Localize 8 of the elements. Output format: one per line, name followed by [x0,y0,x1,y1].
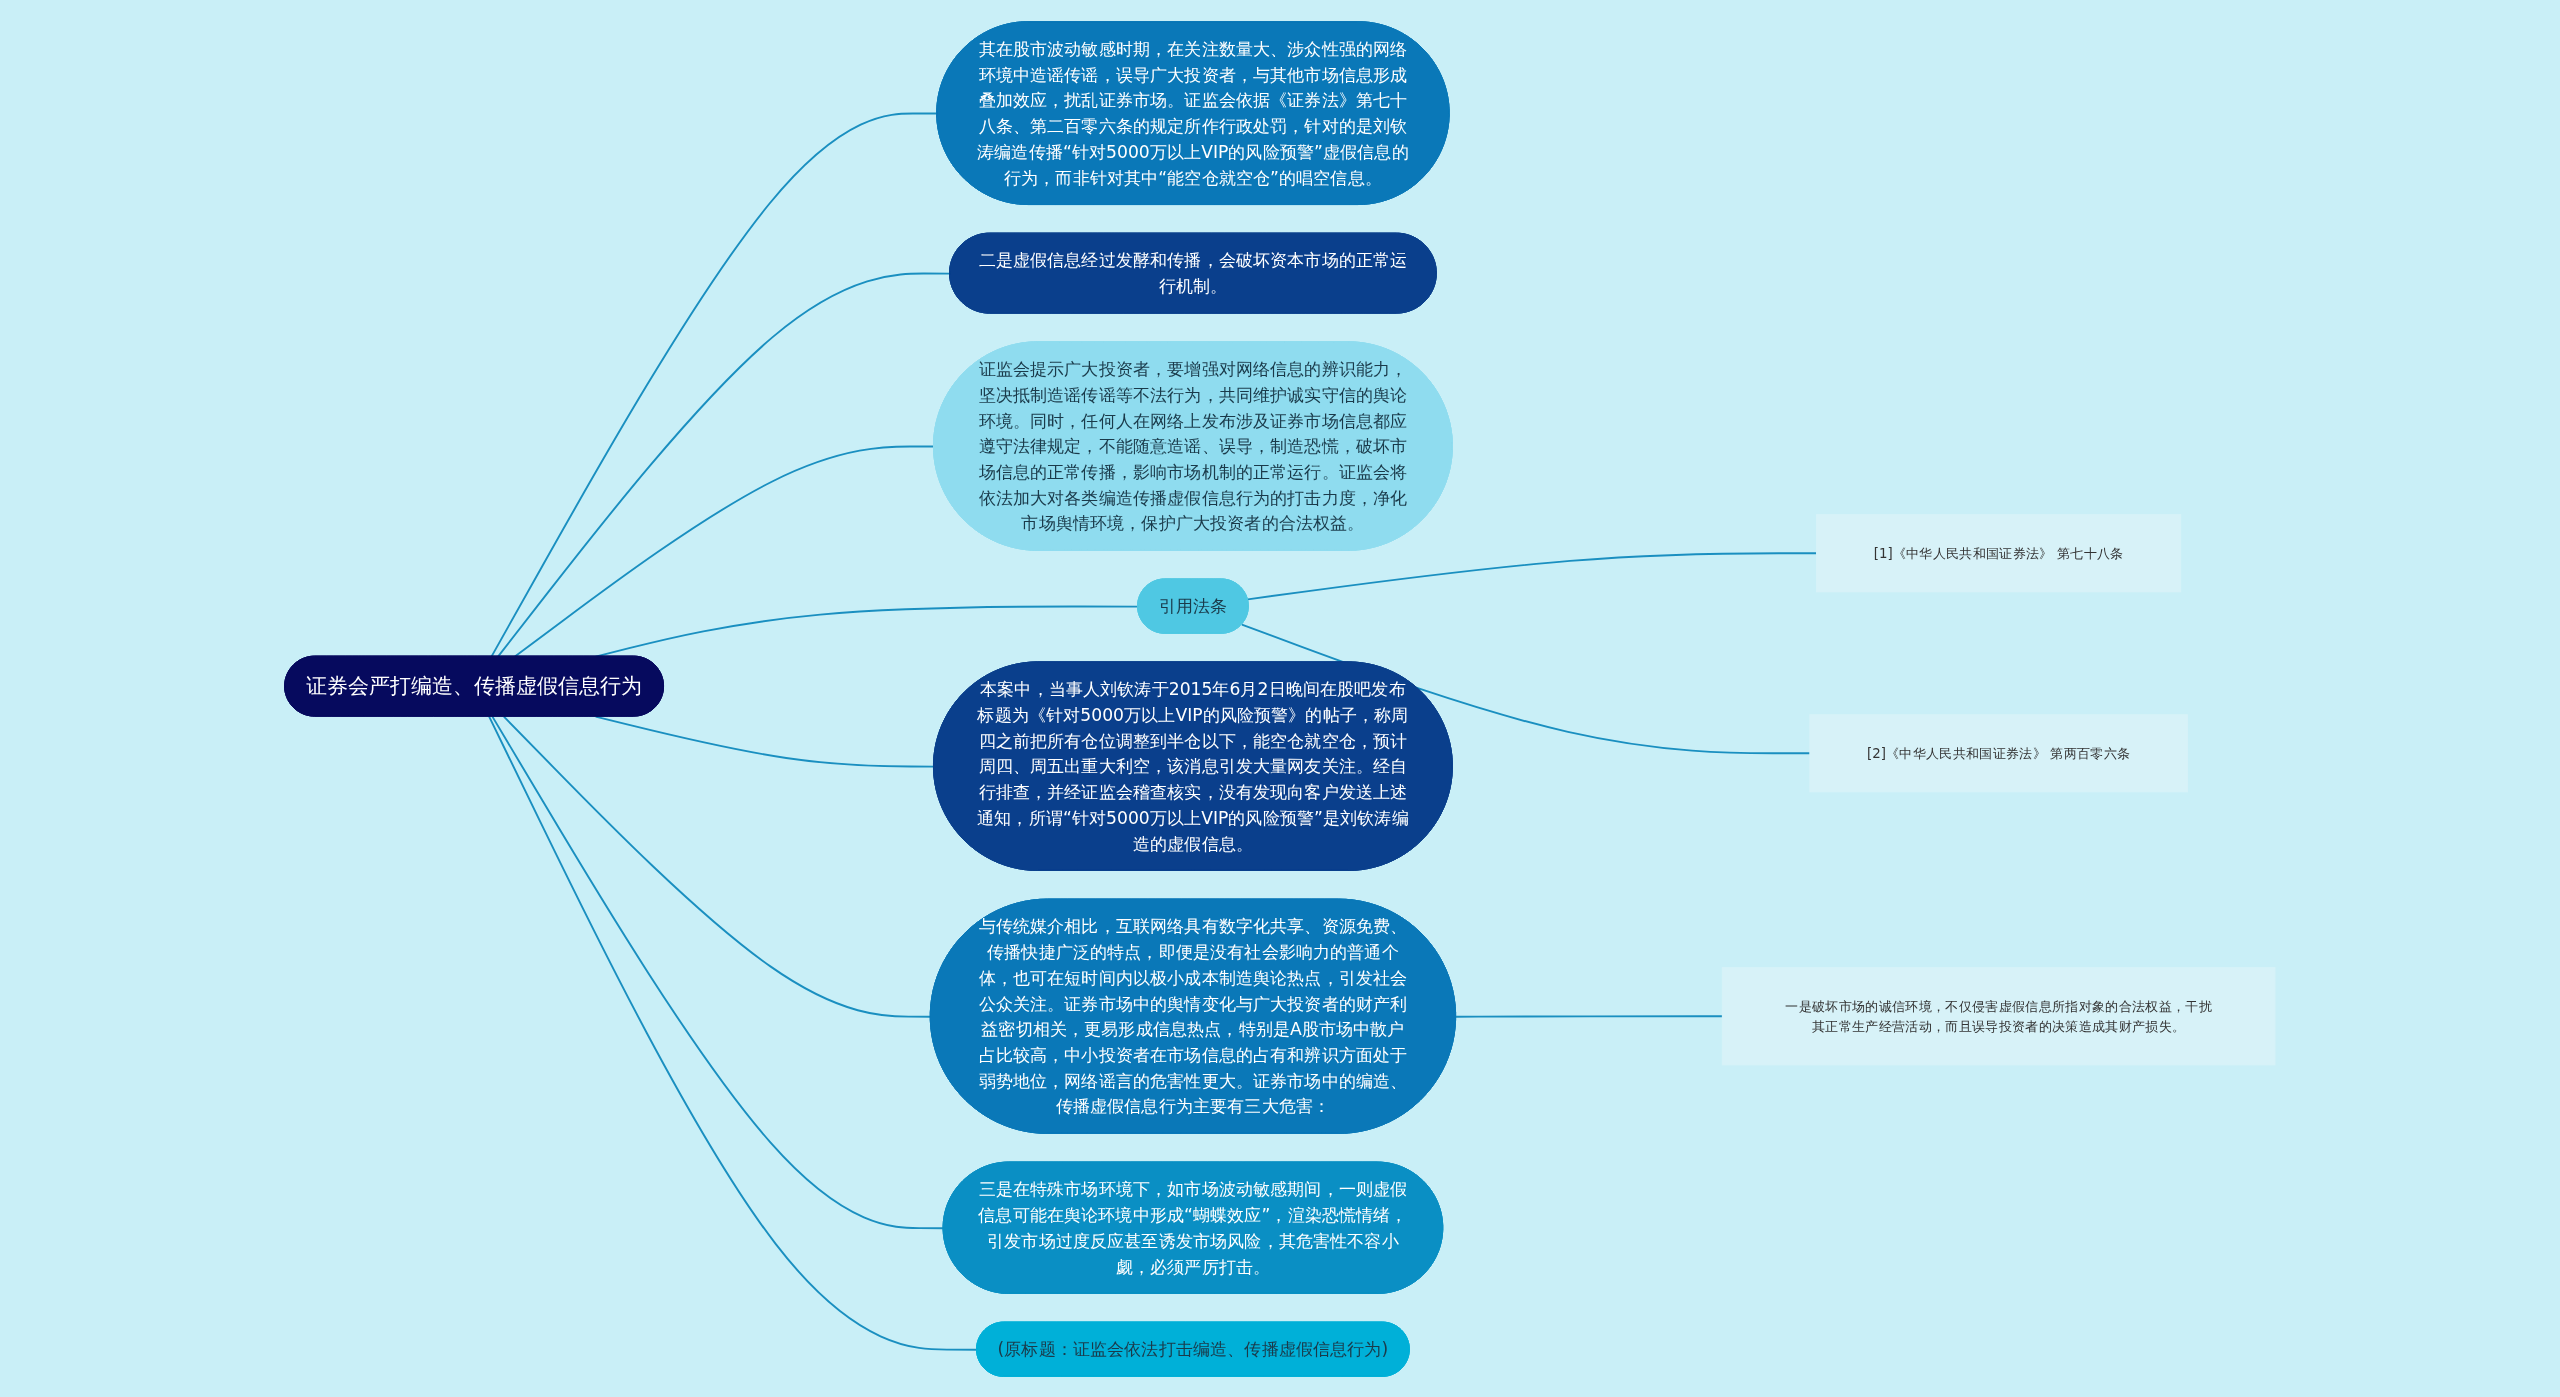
connector [491,715,945,1229]
node-box: 一是破坏市场的诚信环境，不仅侵害虚假信息所指对象的合法权益，干扰其正常生产经营活动，而且误导投资者的决策造成其财产损失。 [1722,966,2276,1065]
connector [1455,1014,1724,1018]
connector [488,715,979,1351]
node-box: [2]《中华人民共和国证券法》 第两百零六条 [1809,713,2189,792]
node-box: [1]《中华人民共和国证券法》 第七十八条 [1816,513,2182,592]
connector [1247,551,1818,600]
connector [503,715,932,1018]
